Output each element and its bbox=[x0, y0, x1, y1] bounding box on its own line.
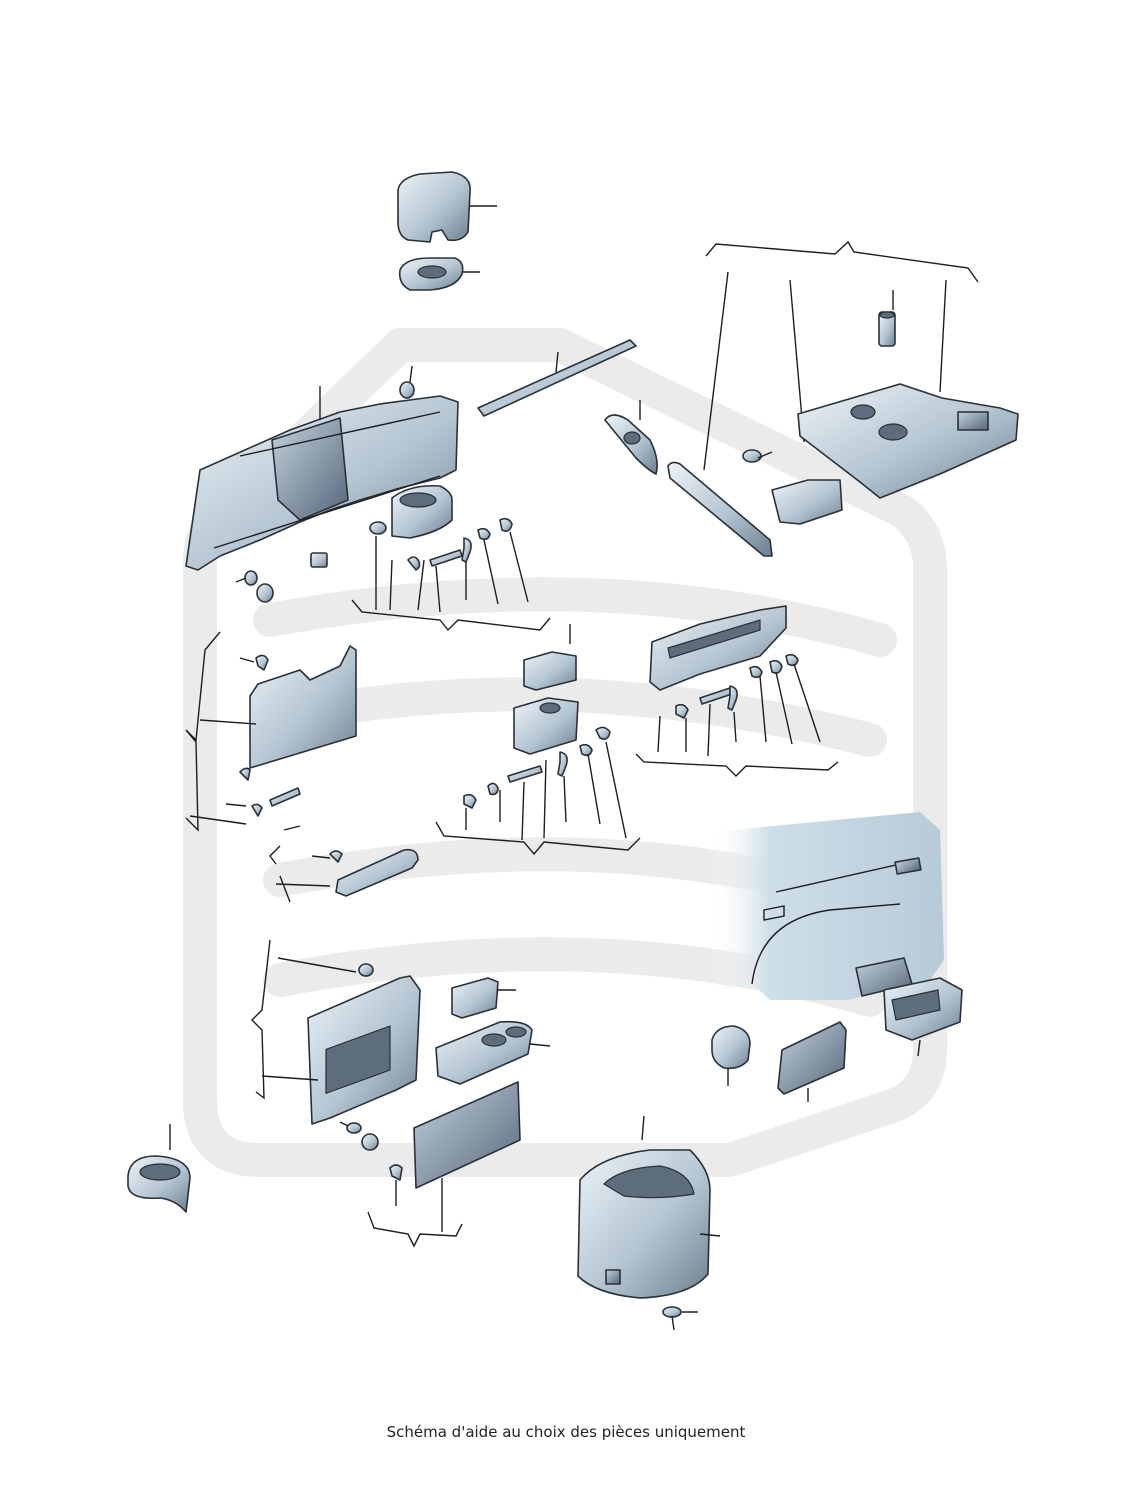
screw-bottom bbox=[662, 1306, 698, 1331]
center-console-frame bbox=[251, 939, 421, 1125]
clip-small-left bbox=[310, 552, 328, 568]
hinge-parts-right bbox=[635, 653, 839, 777]
bracket-group-top-right bbox=[703, 240, 979, 471]
tray-small-center bbox=[523, 624, 577, 691]
cup-holder-tray bbox=[435, 1020, 551, 1085]
cover-plate-bottom bbox=[777, 1021, 847, 1102]
glovebox-lid-strip bbox=[667, 461, 773, 557]
hinge-parts-center bbox=[435, 726, 641, 856]
top-cover-insert bbox=[398, 257, 480, 291]
glovebox-right bbox=[649, 605, 787, 691]
small-fasteners-lower bbox=[339, 1121, 463, 1248]
console-bin bbox=[577, 1115, 721, 1299]
glovebox-housing bbox=[797, 383, 1019, 499]
round-cap-bottom bbox=[711, 1025, 751, 1086]
trim-strip bbox=[477, 339, 637, 417]
tray-lower-small bbox=[451, 977, 516, 1019]
cap-left bbox=[256, 583, 274, 603]
ashtray-insert-upper bbox=[391, 484, 453, 539]
grab-handle bbox=[269, 825, 419, 903]
hinge-parts-upper bbox=[351, 517, 551, 632]
screw-left bbox=[235, 570, 258, 586]
foam-tape-roll bbox=[127, 1124, 191, 1213]
vehicle-side-panel bbox=[710, 812, 944, 1000]
ashtray-center bbox=[513, 697, 579, 755]
ashtray-rear bbox=[855, 957, 963, 1057]
glovebox-lid-left bbox=[185, 631, 357, 832]
vent-part bbox=[604, 400, 658, 475]
frame-clip-top bbox=[399, 365, 415, 399]
screw-right bbox=[742, 449, 773, 463]
dashboard-frame bbox=[185, 386, 459, 571]
top-cover-part bbox=[397, 171, 497, 243]
diagram-caption: Schéma d'aide au choix des pièces unique… bbox=[386, 1423, 746, 1441]
storage-tray-small bbox=[771, 479, 843, 525]
cover-plate-lower bbox=[413, 1081, 521, 1232]
lighter-socket bbox=[878, 290, 896, 347]
